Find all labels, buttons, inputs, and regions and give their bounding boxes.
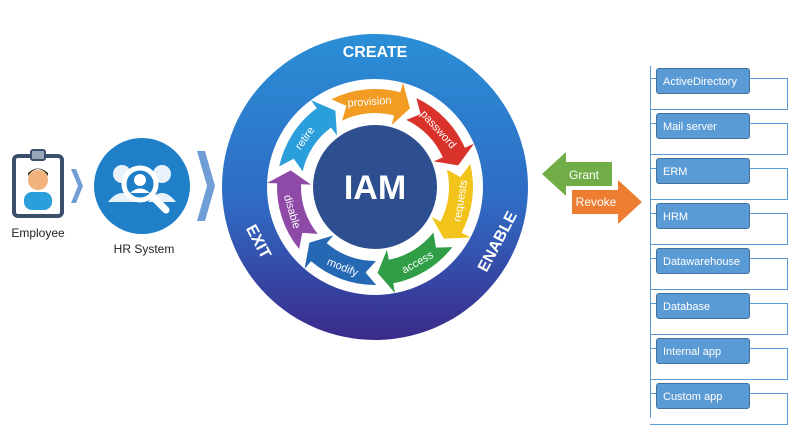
system-box: HRM <box>656 203 750 229</box>
revoke-arrow <box>572 180 642 224</box>
employee-label: Employee <box>11 226 65 240</box>
employee-badge <box>12 148 64 218</box>
iam-lifecycle-diagram: passwordrequestsaccessmodifydisableretir… <box>222 34 528 340</box>
system-box: Internal app <box>656 338 750 364</box>
step-arrow-retire <box>279 100 337 172</box>
step-label-provision: provision <box>347 95 392 110</box>
grant-arrow <box>542 152 612 196</box>
step-arrow-modify <box>304 235 377 285</box>
chevron-right-icon <box>71 169 83 203</box>
system-box: ERM <box>656 158 750 184</box>
system-box: ActiveDirectory <box>656 68 750 94</box>
hr-system-icon <box>92 136 192 236</box>
step-arrow-access <box>377 232 453 294</box>
system-box: Datawarehouse <box>656 248 750 274</box>
step-arrow-requests <box>431 164 473 239</box>
hr-system-label: HR System <box>113 242 175 256</box>
employee-badge-icon <box>12 149 64 218</box>
step-arrow-disable <box>267 170 318 250</box>
step-arrow-provision <box>331 82 410 126</box>
systems-connector <box>650 66 651 418</box>
chevron-right-icon <box>197 151 215 221</box>
phase-create: CREATE <box>343 44 408 61</box>
iam-core <box>313 125 437 249</box>
step-arrow-password <box>406 98 474 166</box>
system-box: Custom app <box>656 383 750 409</box>
revoke-label: Revoke <box>576 195 617 209</box>
grant-revoke-arrows: Grant Revoke <box>542 152 642 224</box>
system-box: Database <box>656 293 750 319</box>
grant-label: Grant <box>569 168 600 182</box>
system-box: Mail server <box>656 113 750 139</box>
iam-core-label: IAM <box>344 169 406 207</box>
